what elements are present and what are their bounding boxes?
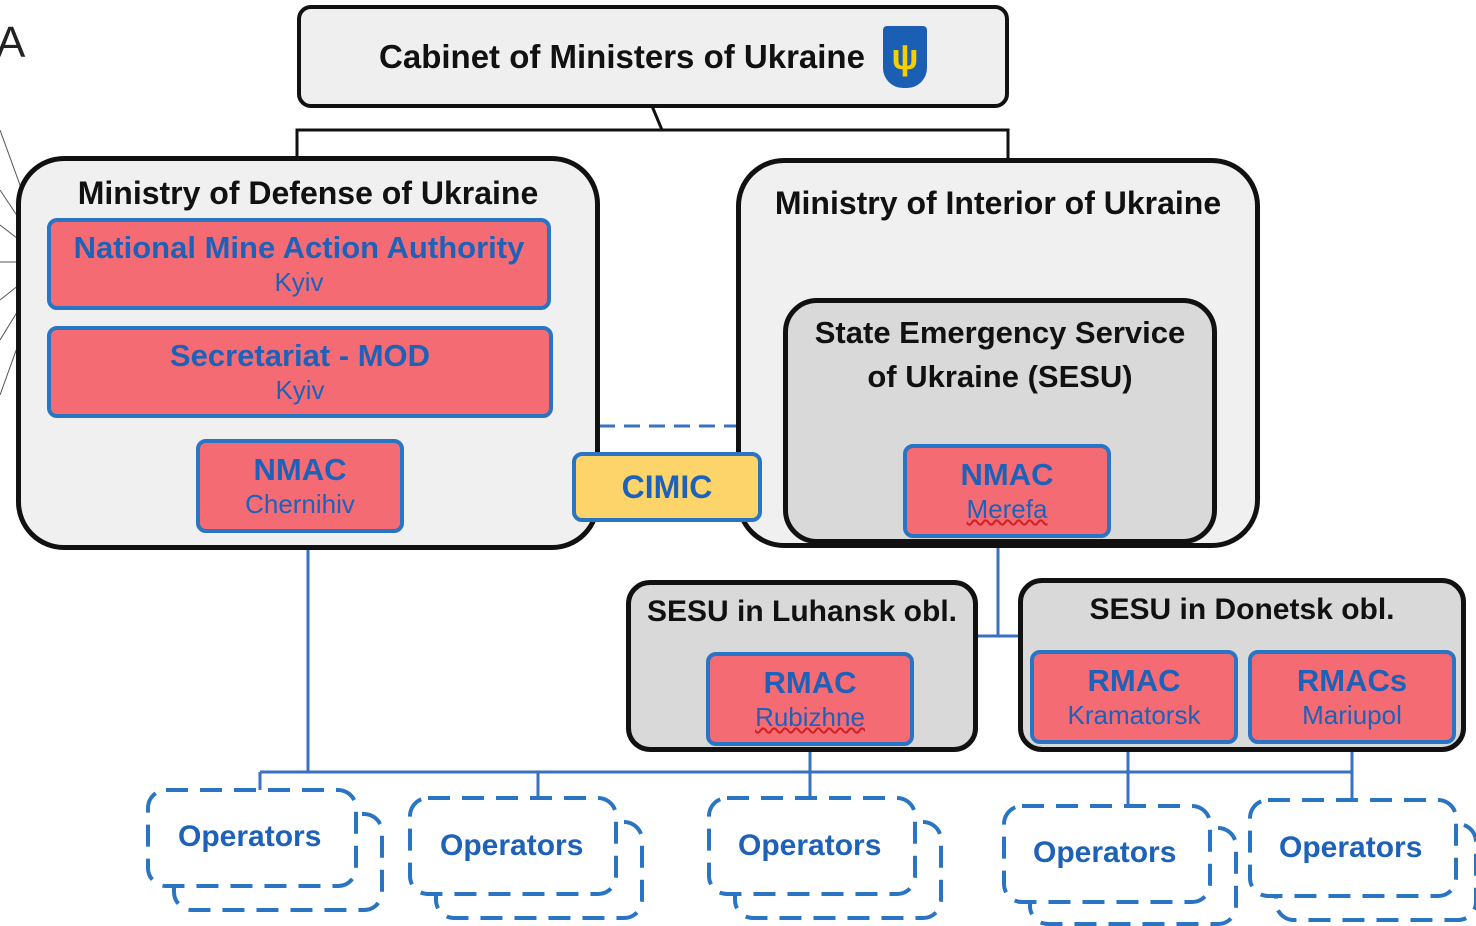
nmac-chernihiv-name: NMAC <box>253 452 347 487</box>
nmac-merefa-name: NMAC <box>960 457 1054 492</box>
rmac-kramatorsk-name: RMAC <box>1087 663 1181 698</box>
rmac-rubizhne-city: Rubizhne <box>755 702 865 732</box>
secretariat-city: Kyiv <box>275 375 325 405</box>
cabinet-title: Cabinet of Ministers of Ukraine <box>379 37 865 75</box>
operators-label-5: Operators <box>1279 831 1423 864</box>
nmaa-name: National Mine Action Authority <box>73 230 525 265</box>
partial-letter: A <box>0 18 26 67</box>
rmac-kramatorsk-box: RMAC Kramatorsk <box>1030 650 1238 744</box>
nmac-chernihiv-box: NMAC Chernihiv <box>196 439 404 533</box>
secretariat-box: Secretariat - MOD Kyiv <box>47 326 553 418</box>
nmac-chernihiv-city: Chernihiv <box>245 489 355 519</box>
rmacs-mariupol-name: RMACs <box>1296 663 1408 698</box>
sesu-donetsk-title: SESU in Donetsk obl. <box>1089 593 1395 626</box>
operators-label-1: Operators <box>178 820 322 853</box>
cimic-box: CIMIC <box>572 452 762 522</box>
rmacs-mariupol-box: RMACs Mariupol <box>1248 650 1456 744</box>
rmac-rubizhne-box: RMAC Rubizhne <box>706 652 914 746</box>
operators-label-2: Operators <box>440 829 584 862</box>
sesu-luhansk-title: SESU in Luhansk obl. <box>646 595 958 628</box>
nmac-merefa-box: NMAC Merefa <box>903 444 1111 538</box>
rmac-rubizhne-name: RMAC <box>763 665 857 700</box>
nmaa-city: Kyiv <box>274 267 324 297</box>
cabinet-box: Cabinet of Ministers of Ukraine ψ <box>297 5 1009 108</box>
sesu-title-line2: of Ukraine (SESU) <box>867 359 1133 394</box>
secretariat-name: Secretariat - MOD <box>169 338 431 373</box>
nmaa-box: National Mine Action Authority Kyiv <box>47 218 551 310</box>
rmac-kramatorsk-city: Kramatorsk <box>1067 700 1201 730</box>
ministry-defense-title: Ministry of Defense of Ukraine <box>77 175 539 211</box>
rmacs-mariupol-city: Mariupol <box>1302 700 1402 730</box>
operators-label-3: Operators <box>738 829 882 862</box>
ministry-interior-title: Ministry of Interior of Ukraine <box>774 185 1222 221</box>
operators-label-4: Operators <box>1033 836 1177 869</box>
sesu-title-line1: State Emergency Service <box>814 315 1186 350</box>
ukraine-trident-icon: ψ <box>882 25 927 88</box>
nmac-merefa-city: Merefa <box>966 494 1048 524</box>
sesu-title: State Emergency Service of Ukraine (SESU… <box>788 311 1212 399</box>
